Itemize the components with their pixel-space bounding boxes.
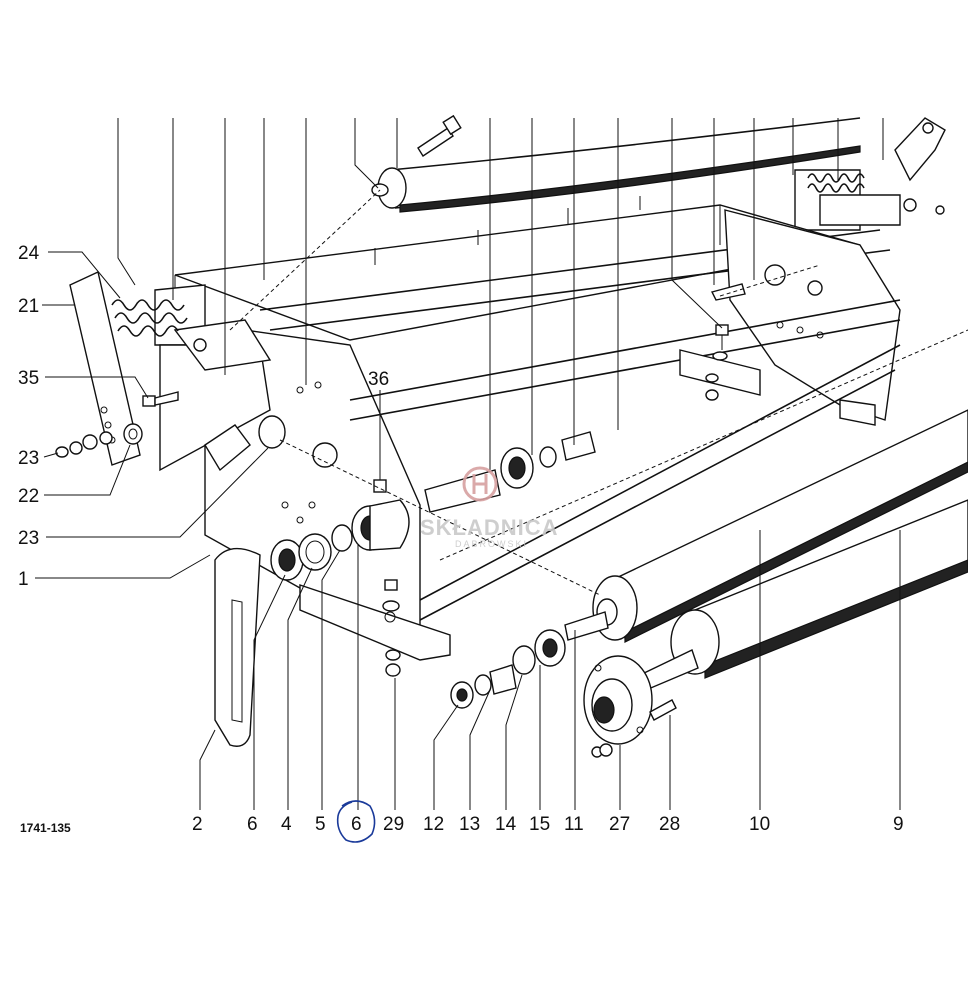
callout-35: 35 xyxy=(18,368,39,389)
right-bracket-assembly xyxy=(794,117,946,231)
callout-21: 21 xyxy=(18,296,39,317)
callout-4: 4 xyxy=(281,814,292,835)
watermark-logo-circle xyxy=(462,466,498,502)
roller-23-cam xyxy=(204,415,286,472)
callout-13: 13 xyxy=(459,814,480,835)
callout-11: 11 xyxy=(564,814,584,835)
bolt-28 xyxy=(649,699,677,721)
callout-12: 12 xyxy=(423,814,444,835)
callout-10: 10 xyxy=(749,814,770,835)
callout-1: 1 xyxy=(18,569,29,590)
cam-plate-2 xyxy=(214,547,261,747)
drawing-code: 1741-135 xyxy=(20,821,71,835)
callout-28: 28 xyxy=(659,814,680,835)
watermark-name: SKŁADNICA xyxy=(420,515,559,540)
callout-15: 15 xyxy=(529,814,550,835)
callout-36: 36 xyxy=(368,369,389,390)
callout-29: 29 xyxy=(383,814,404,835)
roller-10 xyxy=(564,409,968,643)
assembly-lines xyxy=(229,189,968,596)
watermark-logo-mark xyxy=(472,474,488,494)
callout-14: 14 xyxy=(495,814,517,835)
bolt-29 xyxy=(382,579,401,677)
nut-washer-23-left xyxy=(55,431,113,458)
callout-23b: 23 xyxy=(18,528,39,549)
bearing-stack-left xyxy=(270,479,410,581)
bearing-stack-lower xyxy=(450,629,566,709)
bolt-35 xyxy=(142,391,179,407)
top-bolt xyxy=(417,114,462,157)
bottom-callout-labels: 2 6 4 5 6 29 12 13 14 15 11 27 28 10 9 xyxy=(192,814,904,835)
highlight-circle xyxy=(336,800,376,843)
callout-5: 5 xyxy=(315,814,326,835)
flange-27 xyxy=(583,655,653,758)
callout-6a: 6 xyxy=(247,814,258,835)
shaft-and-bearing-upper xyxy=(424,431,596,513)
watermark: SKŁADNICA DĄBROWSKI xyxy=(420,466,559,549)
watermark-sub: DĄBROWSKI xyxy=(455,539,528,549)
leader-lines xyxy=(35,118,901,810)
callout-24: 24 xyxy=(18,243,40,264)
callout-9: 9 xyxy=(893,814,904,835)
bushing-22 xyxy=(123,423,143,445)
left-callout-labels: 24 21 35 23 22 23 1 xyxy=(18,243,40,590)
callout-27: 27 xyxy=(609,814,630,835)
callout-2: 2 xyxy=(192,814,203,835)
callout-23a: 23 xyxy=(18,448,39,469)
left-bracket-and-spring xyxy=(111,284,272,472)
callout-6-highlighted: 6 xyxy=(351,814,362,835)
upper-curved-roller xyxy=(371,117,861,213)
main-frame xyxy=(174,196,901,661)
callout-22: 22 xyxy=(18,486,39,507)
